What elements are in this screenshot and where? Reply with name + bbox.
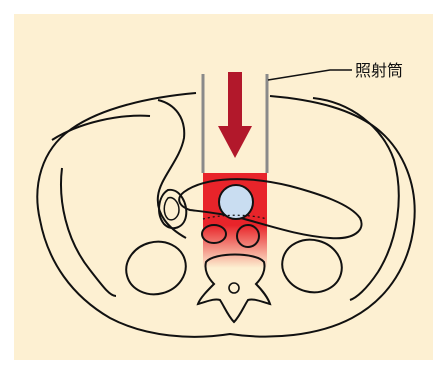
beam-arrow-shaft [228, 72, 242, 128]
applicator-label: 照射筒 [355, 61, 403, 80]
aorta-vessel [219, 185, 253, 219]
